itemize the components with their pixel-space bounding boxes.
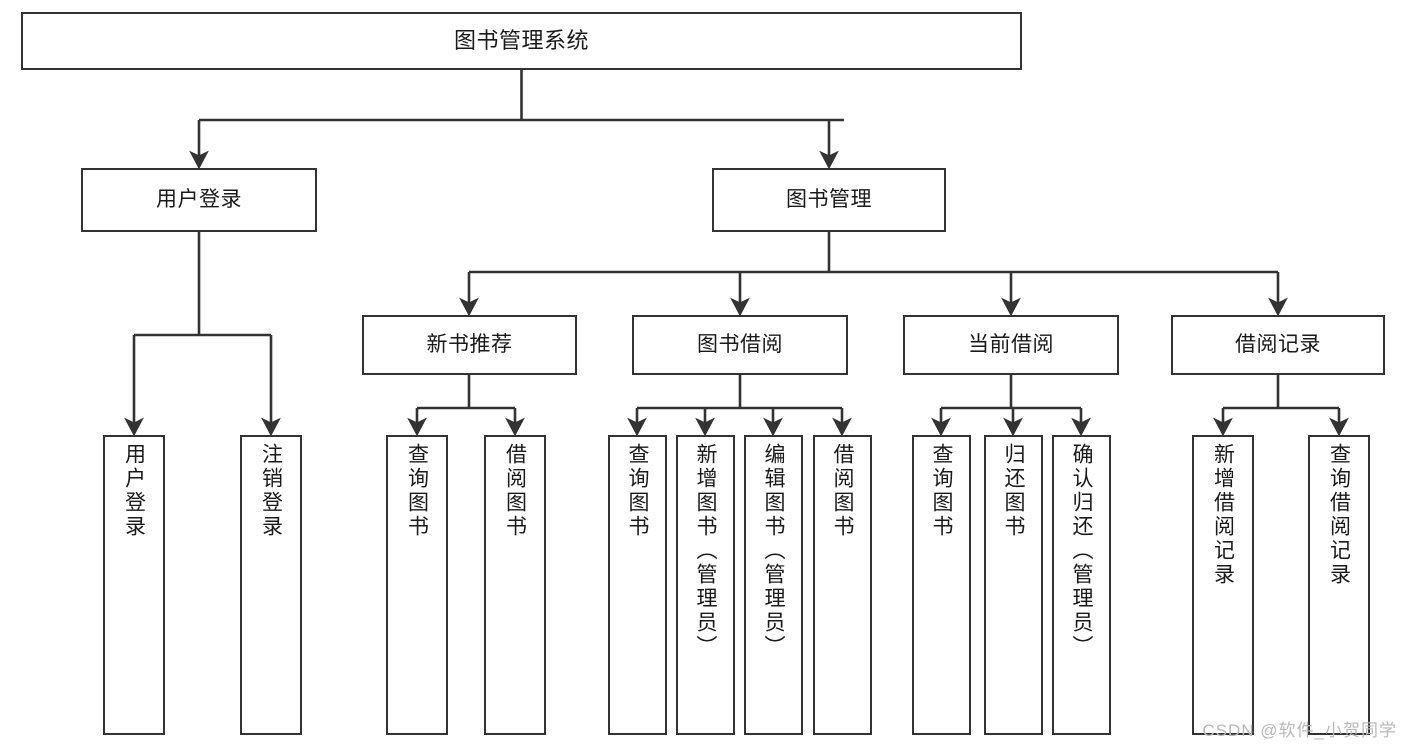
node-leaf-borrow-book-1[interactable]: 借阅图书 — [484, 435, 546, 735]
node-leaf-borrow-book-2-label: 借阅图书 — [831, 443, 854, 539]
node-leaf-query-book-2[interactable]: 查询图书 — [608, 435, 667, 735]
node-leaf-user-logout[interactable]: 注销登录 — [240, 435, 302, 735]
node-book-manage[interactable]: 图书管理 — [712, 168, 946, 232]
node-leaf-add-record[interactable]: 新增借阅记录 — [1192, 435, 1254, 735]
node-leaf-edit-book[interactable]: 编辑图书（管理员） — [744, 435, 803, 735]
node-leaf-borrow-book-1-label: 借阅图书 — [503, 443, 527, 539]
node-book-borrow-label: 图书借阅 — [697, 332, 783, 356]
node-leaf-query-record-label: 查询借阅记录 — [1327, 443, 1351, 587]
node-new-book-rec[interactable]: 新书推荐 — [362, 315, 577, 375]
node-leaf-edit-book-label: 编辑图书（管理员） — [762, 443, 785, 659]
node-leaf-confirm-return[interactable]: 确认归还（管理员） — [1052, 435, 1111, 735]
node-root[interactable]: 图书管理系统 — [21, 12, 1022, 70]
node-leaf-add-book[interactable]: 新增图书（管理员） — [676, 435, 735, 735]
node-root-label: 图书管理系统 — [453, 28, 589, 54]
node-new-book-rec-label: 新书推荐 — [426, 332, 513, 356]
node-book-manage-label: 图书管理 — [786, 187, 872, 211]
node-leaf-user-login-label: 用户登录 — [122, 443, 146, 539]
node-leaf-user-logout-label: 注销登录 — [259, 443, 283, 539]
node-user-login-label: 用户登录 — [156, 187, 242, 211]
node-leaf-return-book[interactable]: 归还图书 — [984, 435, 1043, 735]
node-leaf-query-book-2-label: 查询图书 — [626, 443, 649, 539]
node-leaf-query-book-1[interactable]: 查询图书 — [386, 435, 448, 735]
node-current-borrow-label: 当前借阅 — [968, 332, 1054, 356]
node-user-login[interactable]: 用户登录 — [81, 168, 317, 232]
node-leaf-add-record-label: 新增借阅记录 — [1211, 443, 1235, 587]
node-leaf-query-book-3-label: 查询图书 — [930, 443, 953, 539]
node-book-borrow[interactable]: 图书借阅 — [632, 315, 848, 375]
node-leaf-query-book-1-label: 查询图书 — [405, 443, 429, 539]
node-leaf-add-book-label: 新增图书（管理员） — [694, 443, 717, 659]
node-leaf-query-record[interactable]: 查询借阅记录 — [1308, 435, 1370, 735]
node-leaf-confirm-return-label: 确认归还（管理员） — [1070, 443, 1093, 659]
node-leaf-user-login[interactable]: 用户登录 — [103, 435, 165, 735]
node-borrow-record-label: 借阅记录 — [1235, 332, 1321, 356]
node-leaf-query-book-3[interactable]: 查询图书 — [912, 435, 971, 735]
node-current-borrow[interactable]: 当前借阅 — [903, 315, 1119, 375]
node-leaf-return-book-label: 归还图书 — [1002, 443, 1025, 539]
csdn-watermark: CSDN @软件_小贺同学 — [1202, 721, 1397, 740]
node-borrow-record[interactable]: 借阅记录 — [1171, 315, 1385, 375]
node-leaf-borrow-book-2[interactable]: 借阅图书 — [813, 435, 872, 735]
